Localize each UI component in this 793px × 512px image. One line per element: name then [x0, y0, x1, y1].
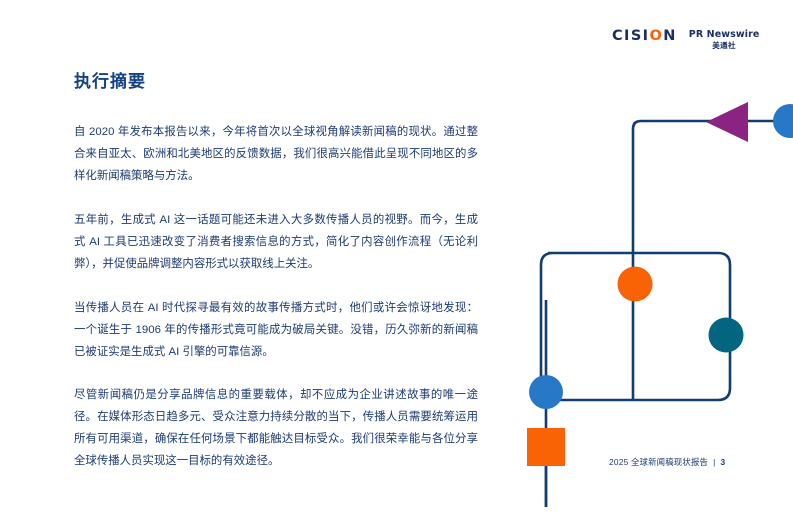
footer-report-title: 2025 全球新闻稿现状报告: [609, 457, 709, 467]
cision-logo-wordmark: CISION: [612, 29, 677, 44]
decor-line-top: [631, 119, 793, 250]
article-paragraph-1: 自 2020 年发布本报告以来，今年将首次以全球视角解读新闻稿的现状。通过整合来…: [74, 126, 478, 183]
blue-circle-top-right-icon: [773, 104, 793, 138]
article-paragraph-4: 尽管新闻稿仍是分享品牌信息的重要载体，却不应成为企业讲述故事的唯一途径。在媒体形…: [74, 389, 478, 468]
article-column: 执行摘要 自 2020 年发布本报告以来，今年将首次以全球视角解读新闻稿的现状。…: [74, 72, 478, 473]
article-paragraph-3: 当传播人员在 AI 时代探寻最有效的故事传播方式时，他们或许会惊讶地发现：一个诞…: [74, 301, 478, 358]
decorative-connector-graphic: [493, 0, 793, 507]
purple-triangle-left-arrow-icon: [706, 102, 748, 142]
prnewswire-label: PR Newswire: [688, 29, 760, 40]
footer-separator: |: [713, 457, 716, 467]
article-paragraph-2: 五年前，生成式 AI 这一话题可能还未进入大多数传播人员的视野。而今，生成式 A…: [74, 214, 478, 270]
footer-page-number: 3: [720, 457, 726, 467]
cision-logo-suffix: N: [663, 28, 677, 44]
prnewswire-chinese-label: 美通社: [712, 40, 736, 50]
teal-circle-right-icon: [708, 317, 744, 353]
brand-logo: CISION PR Newswire 美通社: [612, 29, 759, 49]
page-title: 执行摘要: [74, 72, 146, 91]
page-footer: 2025 全球新闻稿现状报告 | 3: [609, 456, 725, 468]
decor-line-loop: [539, 251, 732, 402]
blue-circle-lower-left-icon: [529, 375, 563, 409]
orange-circle-middle-icon: [617, 266, 653, 302]
cision-logo-prefix: CISI: [612, 28, 650, 44]
cision-logo-accent-o: O: [649, 28, 664, 44]
decor-svg: [527, 102, 793, 507]
prnewswire-logo: PR Newswire 美通社: [689, 29, 760, 49]
orange-square-bottom-icon: [527, 428, 565, 466]
